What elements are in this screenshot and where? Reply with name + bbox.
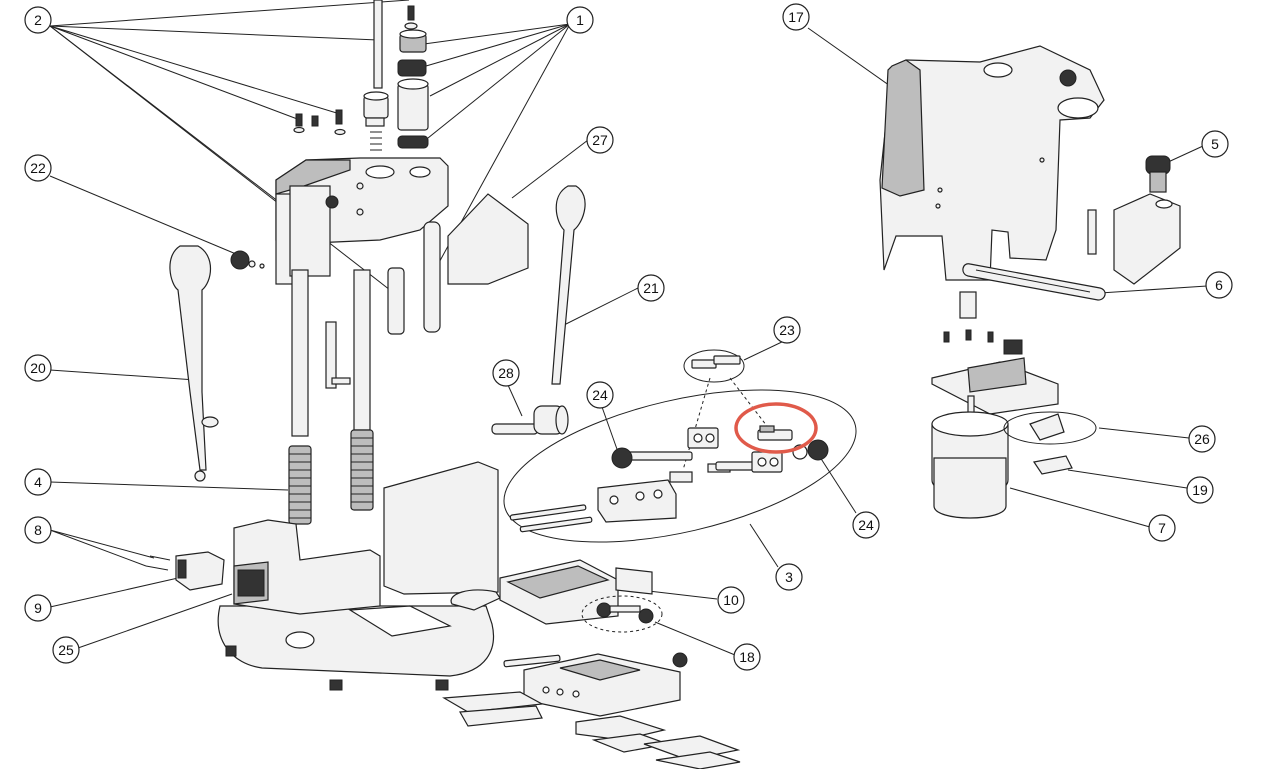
bottom-parts bbox=[442, 559, 741, 770]
svg-text:7: 7 bbox=[1158, 520, 1166, 536]
callout-28: 28 bbox=[492, 359, 520, 387]
callout-3: 3 bbox=[775, 563, 803, 591]
bar-6 bbox=[962, 263, 1106, 301]
svg-text:22: 22 bbox=[30, 160, 46, 176]
left-key-machine bbox=[217, 0, 529, 691]
svg-text:21: 21 bbox=[643, 280, 659, 296]
leader-lines bbox=[49, 0, 1208, 656]
callout-9: 9 bbox=[24, 594, 52, 622]
callout-20: 20 bbox=[24, 354, 52, 382]
svg-text:2: 2 bbox=[34, 12, 42, 28]
callout-8: 8 bbox=[24, 516, 52, 544]
callout-2: 2 bbox=[24, 6, 52, 34]
callout-5: 5 bbox=[1201, 130, 1229, 158]
callout-24-left: 24 bbox=[586, 381, 614, 409]
motor-assembly bbox=[931, 291, 1097, 519]
handle-right bbox=[551, 185, 586, 385]
callout-24-right: 24 bbox=[852, 511, 880, 539]
svg-text:25: 25 bbox=[58, 642, 74, 658]
svg-text:4: 4 bbox=[34, 474, 42, 490]
cover-17 bbox=[879, 45, 1105, 281]
jaw-set-23 bbox=[683, 349, 745, 383]
svg-text:24: 24 bbox=[592, 387, 608, 403]
callout-4: 4 bbox=[24, 468, 52, 496]
svg-text:3: 3 bbox=[785, 569, 793, 585]
svg-text:18: 18 bbox=[739, 649, 755, 665]
svg-text:24: 24 bbox=[858, 517, 874, 533]
svg-text:26: 26 bbox=[1194, 431, 1210, 447]
svg-text:6: 6 bbox=[1215, 277, 1223, 293]
callout-10: 10 bbox=[717, 586, 745, 614]
svg-text:5: 5 bbox=[1211, 136, 1219, 152]
spring-left bbox=[288, 445, 312, 525]
svg-text:1: 1 bbox=[576, 12, 584, 28]
callout-23: 23 bbox=[773, 316, 801, 344]
callout-21: 21 bbox=[637, 274, 665, 302]
callout-25: 25 bbox=[52, 636, 80, 664]
callout-1: 1 bbox=[566, 6, 594, 34]
callout-18: 18 bbox=[733, 643, 761, 671]
svg-text:27: 27 bbox=[592, 132, 608, 148]
switch-9 bbox=[145, 551, 225, 591]
accessory-kit-3 bbox=[503, 389, 857, 543]
knob-22 bbox=[230, 250, 265, 270]
svg-text:8: 8 bbox=[34, 522, 42, 538]
callout-labels: 1 2 17 27 22 5 6 21 23 20 28 24 26 4 19 … bbox=[24, 3, 1233, 671]
handle-left bbox=[169, 245, 219, 482]
callout-7: 7 bbox=[1148, 514, 1176, 542]
callout-22: 22 bbox=[24, 154, 52, 182]
svg-text:9: 9 bbox=[34, 600, 42, 616]
callout-6: 6 bbox=[1205, 271, 1233, 299]
pin-28 bbox=[491, 405, 569, 435]
callout-17: 17 bbox=[782, 3, 810, 31]
svg-text:17: 17 bbox=[788, 9, 804, 25]
highlight-circle bbox=[734, 402, 818, 454]
machine-base bbox=[217, 519, 494, 691]
callout-27: 27 bbox=[586, 126, 614, 154]
svg-text:10: 10 bbox=[723, 592, 739, 608]
svg-text:20: 20 bbox=[30, 360, 46, 376]
svg-text:23: 23 bbox=[779, 322, 795, 338]
callout-26: 26 bbox=[1188, 425, 1216, 453]
svg-text:19: 19 bbox=[1192, 482, 1208, 498]
callout-19: 19 bbox=[1186, 476, 1214, 504]
knob-5 bbox=[1087, 155, 1181, 285]
svg-text:28: 28 bbox=[498, 365, 514, 381]
spring-right bbox=[350, 429, 374, 511]
